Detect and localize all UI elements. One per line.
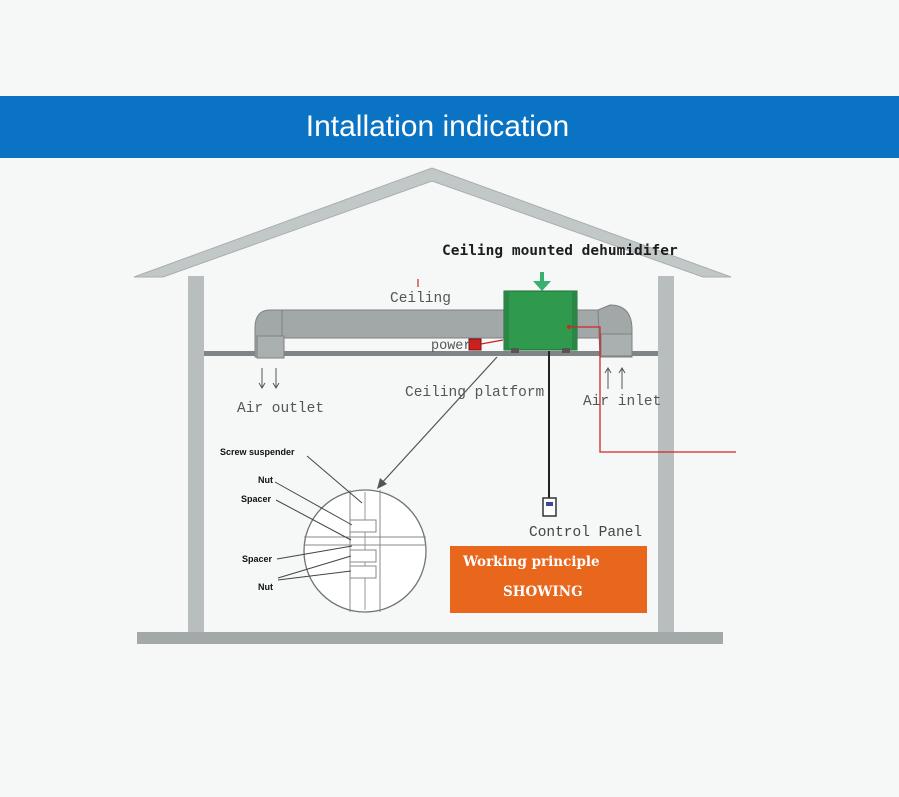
house-roof (133, 167, 732, 278)
ceiling-platform-label: Ceiling platform (405, 385, 544, 401)
working-principle-label: Working principle (462, 554, 600, 570)
down-arrow-icon (533, 272, 551, 291)
page-title: Intallation indication (305, 110, 570, 143)
air-outlet-arrows-icon (258, 368, 280, 389)
power-icon (468, 338, 482, 351)
signal-wire (569, 326, 736, 453)
air-inlet-label: Air inlet (583, 394, 661, 410)
control-panel-label: Control Panel (529, 525, 642, 541)
title-banner: Intallation indication (0, 96, 899, 158)
detail-pointer-arrow (377, 356, 498, 489)
nut-bottom-label: Nut (258, 582, 273, 592)
spacer-top-label: Spacer (241, 494, 272, 504)
house-left-wall (188, 276, 204, 638)
ceiling-platform-line (204, 351, 658, 356)
screw-suspender-label: Screw suspender (220, 447, 295, 457)
ceiling-label: Ceiling (390, 291, 451, 307)
working-principle-button[interactable]: Working principle SHOWING (450, 546, 647, 613)
detail-leader-lines (274, 455, 363, 581)
dehumidifier-label: Ceiling mounted dehumidifer (442, 243, 678, 259)
spacer-bottom-label: Spacer (242, 554, 273, 564)
dehumidifier-unit (503, 290, 578, 353)
nut-top-label: Nut (258, 475, 273, 485)
house-floor (137, 632, 723, 644)
air-inlet-arrows-icon (604, 367, 626, 389)
air-outlet-label: Air outlet (237, 401, 324, 417)
control-panel-icon (542, 497, 557, 517)
air-duct-left (254, 309, 505, 359)
power-cable (480, 339, 504, 345)
showing-label: SHOWING (503, 584, 583, 600)
air-duct-right (576, 304, 633, 358)
house-right-wall (658, 276, 674, 638)
power-label: power (431, 339, 472, 354)
